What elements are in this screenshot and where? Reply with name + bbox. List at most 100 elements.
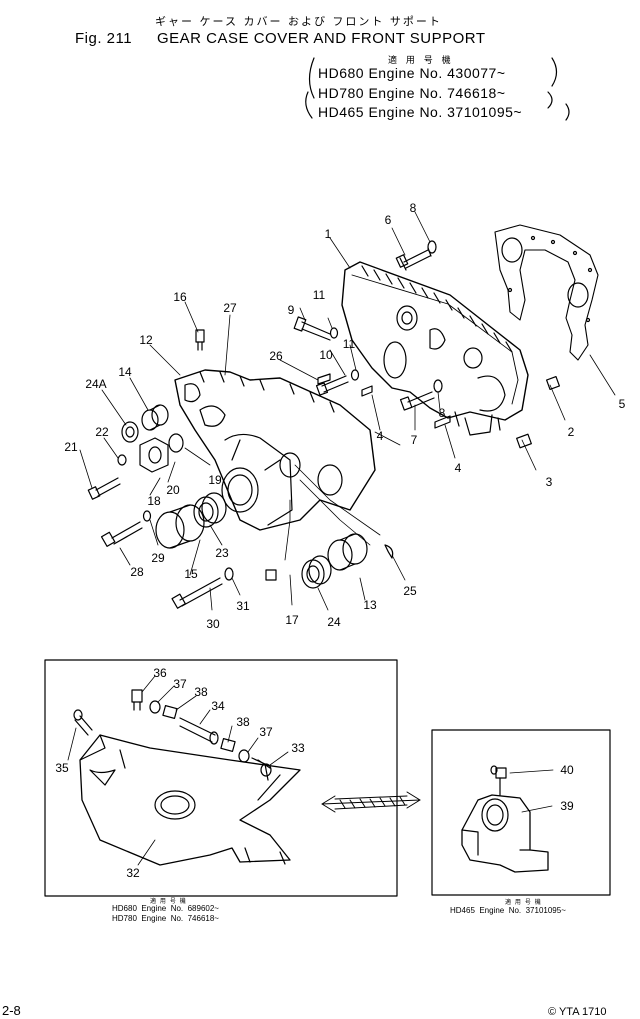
callout-1: 1 (324, 227, 332, 241)
callout-7: 7 (410, 433, 418, 447)
applicability-line-3: HD465 Engine No. 37101095~ (318, 104, 523, 120)
callout-23: 23 (215, 546, 229, 560)
callout-13: 13 (363, 598, 377, 612)
bracket-right (547, 57, 570, 121)
gear-case-cover (341, 261, 529, 436)
callout-16: 16 (173, 290, 187, 304)
fitting-40 (490, 765, 507, 796)
ring-19 (168, 433, 184, 453)
callout-25: 25 (403, 584, 417, 598)
pipe-34 (179, 717, 219, 745)
washer-22 (117, 454, 127, 466)
callout-37b: 37 (259, 725, 273, 739)
callout-21: 21 (64, 440, 78, 454)
fitting-36 (131, 689, 143, 711)
applicability-line-1: HD680 Engine No. 430077~ (318, 65, 506, 81)
callout-15: 15 (184, 567, 198, 581)
bushing-14 (141, 404, 169, 431)
callout-12: 12 (139, 333, 153, 347)
plate-18 (139, 437, 169, 473)
left-inset-leaders (67, 675, 289, 866)
sleeve-13 (327, 533, 368, 571)
sleeve-15 (155, 504, 205, 549)
elbow-35 (73, 709, 93, 736)
bolt-21 (87, 477, 121, 500)
right-inset-leaders (509, 769, 554, 813)
right-inset-heading: 適 用 号 機 (505, 899, 542, 906)
left-inset-frame (44, 659, 398, 897)
nut-37a (149, 700, 161, 714)
callout-20: 20 (166, 483, 180, 497)
leader-lines (79, 211, 616, 611)
washer-31 (224, 567, 234, 581)
front-support (174, 369, 376, 531)
bolt-30 (171, 577, 223, 609)
right-inset-line-1: HD465 Engine No. 37101095~ (450, 906, 566, 915)
dowel-4a (361, 385, 373, 397)
callout-40: 40 (560, 763, 574, 777)
callout-24: 24 (327, 615, 341, 629)
callout-34: 34 (211, 699, 225, 713)
right-inset-frame (431, 729, 611, 896)
bolt-28 (100, 521, 143, 547)
bracket-left (305, 57, 315, 119)
callout-33: 33 (291, 741, 305, 755)
grease-fitting-16 (195, 329, 205, 351)
callout-30: 30 (206, 617, 220, 631)
callout-4a: 4 (376, 429, 384, 443)
callout-32: 32 (126, 866, 140, 880)
callout-4b: 4 (454, 461, 462, 475)
callout-38a: 38 (194, 685, 208, 699)
left-inset-heading: 適 用 号 機 (150, 898, 187, 905)
applicability-heading: 適 用 号 機 (388, 56, 454, 66)
callout-14: 14 (118, 365, 132, 379)
bearing-23 (193, 492, 227, 528)
snap-ring-25 (384, 544, 394, 559)
figure-title: GEAR CASE COVER AND FRONT SUPPORT (157, 30, 486, 47)
callout-10: 10 (319, 348, 333, 362)
callout-9: 9 (287, 303, 295, 317)
bolt-6 (395, 247, 432, 271)
callout-35: 35 (55, 761, 69, 775)
support-bracket-32 (79, 734, 301, 866)
bolt-10 (315, 375, 349, 396)
callout-26: 26 (269, 349, 283, 363)
callout-22: 22 (95, 425, 109, 439)
gasket (494, 224, 599, 361)
washer-8a (427, 240, 437, 254)
callout-17: 17 (285, 613, 299, 627)
callout-8a: 8 (409, 201, 417, 215)
applicability-line-2: HD780 Engine No. 746618~ (318, 85, 506, 101)
washer-11b (350, 369, 360, 381)
drawing-code: © YTA 1710 (548, 1006, 607, 1018)
nut-17 (265, 569, 277, 581)
callout-19: 19 (208, 473, 222, 487)
figure-number: Fig. 211 (75, 30, 133, 47)
seal-24a (121, 421, 139, 443)
plug-3 (516, 433, 532, 449)
callout-5: 5 (618, 397, 626, 411)
left-inset-line-1: HD680 Engine No. 689602~ (112, 904, 219, 913)
sleeve-38a (162, 705, 178, 719)
bearing-24 (301, 555, 332, 589)
callout-3: 3 (545, 475, 553, 489)
callout-36: 36 (153, 666, 167, 680)
callout-2: 2 (567, 425, 575, 439)
callout-18: 18 (147, 494, 161, 508)
callout-39: 39 (560, 799, 574, 813)
plug-2 (545, 375, 561, 391)
callout-8b: 8 (438, 406, 446, 420)
callout-28: 28 (130, 565, 144, 579)
callout-11a: 11 (312, 288, 326, 302)
dowel-26 (317, 373, 331, 385)
bolt-7 (399, 391, 435, 411)
page-reference: 2-8 (2, 1003, 21, 1018)
washer-8b (433, 379, 443, 393)
callout-37a: 37 (173, 677, 187, 691)
relation-arrow (321, 791, 421, 813)
elbow-33 (251, 757, 272, 781)
callout-38b: 38 (236, 715, 250, 729)
bolt-9 (293, 316, 331, 341)
callout-31: 31 (236, 599, 250, 613)
